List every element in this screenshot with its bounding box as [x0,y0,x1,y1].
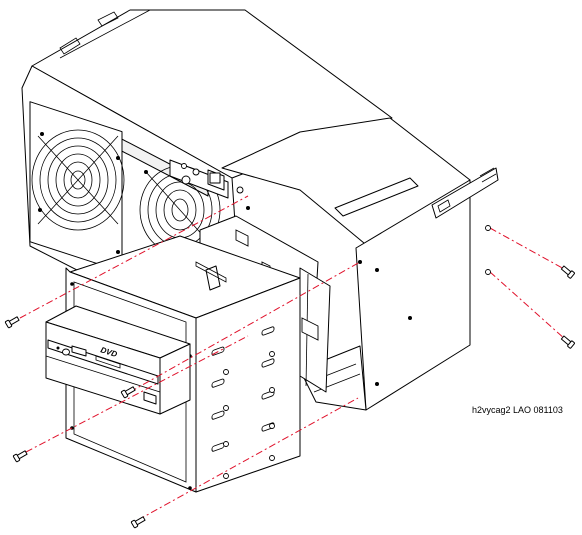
screw-icon [130,516,146,529]
control-panel [169,159,250,210]
fan-icon [29,101,125,273]
screw-icon [4,316,20,329]
cage-side-slots [211,326,275,479]
screw-icon [560,335,575,349]
screw-hole [485,269,491,275]
screw-icon [560,265,575,279]
screw-hole [485,225,491,231]
screw-icon [12,450,28,463]
figure-caption: h2vycag2 LAO 081103 [472,405,563,415]
screw-icon [120,386,136,399]
alignment-lines [19,195,567,521]
